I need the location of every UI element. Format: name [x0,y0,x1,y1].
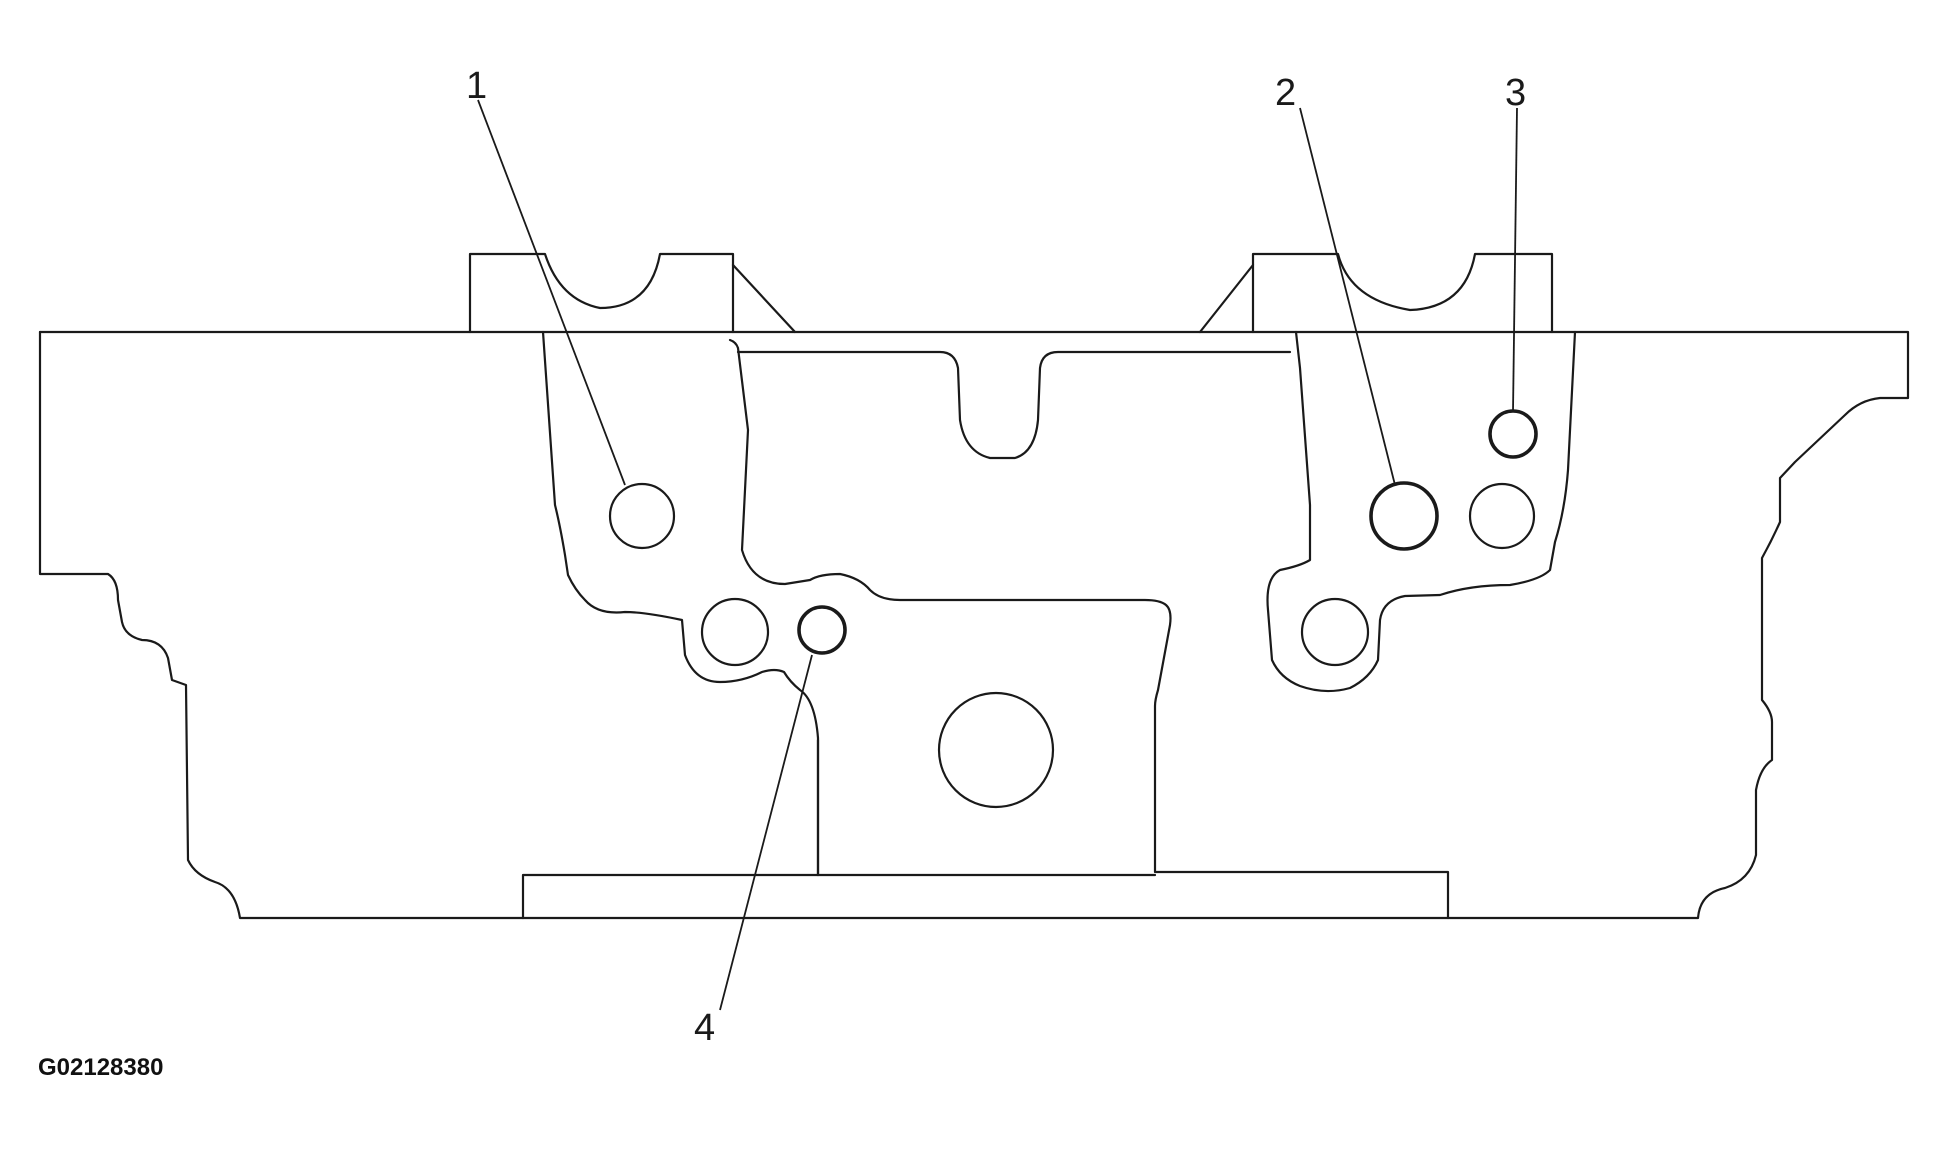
part-bottom-block [521,330,820,920]
leader-3 [1512,107,1518,413]
leader-4 [719,654,813,1011]
callout-1: 1 [466,65,487,107]
hole-right-pair [1468,482,1536,550]
hole-callout-2 [1369,481,1439,551]
hole-lower-left [700,597,770,667]
figure-id: G02128380 [38,1054,163,1081]
center-notch [736,350,1292,460]
callout-3: 3 [1505,72,1526,114]
hole-callout-4 [797,605,847,655]
hole-callout-3 [1488,409,1538,459]
callout-2: 2 [1275,72,1296,114]
leader-1 [477,99,626,486]
part-outline-left [38,330,525,920]
hole-right-lower [1300,597,1370,667]
right-cam-tower-brace [1198,263,1255,334]
right-boss-region [1266,330,1577,693]
left-cam-tower-brace [731,263,797,334]
hole-callout-1 [608,482,676,550]
callout-4: 4 [694,1007,715,1049]
hole-center-large [937,691,1055,809]
leader-2 [1299,107,1396,486]
left-cam-tower [468,252,735,334]
part-outline [38,330,1910,920]
right-cam-tower [1251,252,1554,334]
